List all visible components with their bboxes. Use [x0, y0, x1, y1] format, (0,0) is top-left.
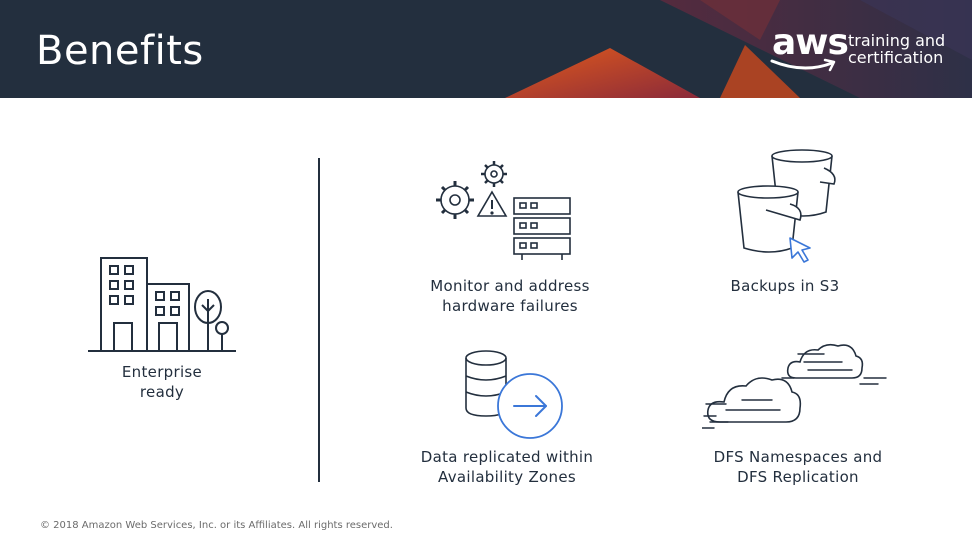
enterprise-label-line2: ready	[139, 383, 185, 401]
database-replication-icon	[465, 350, 563, 439]
slide-title: Benefits	[36, 28, 204, 74]
benefit-replication-line1: Data replicated within	[420, 448, 594, 466]
benefit-replication-label: Data replicated within Availability Zone…	[396, 447, 618, 487]
benefit-replication-line2: Availability Zones	[438, 468, 576, 486]
benefit-monitor-label: Monitor and address hardware failures	[400, 276, 620, 316]
benefit-backups-label: Backups in S3	[700, 276, 870, 296]
logo-subtitle: training and certification	[848, 32, 945, 66]
benefit-dfs-line2: DFS Replication	[737, 468, 859, 486]
aws-training-logo: aws training and certification	[768, 22, 958, 78]
benefit-dfs-label: DFS Namespaces and DFS Replication	[692, 447, 904, 487]
enterprise-ready-label: Enterprise ready	[86, 362, 238, 402]
logo-subtitle-line2: certification	[848, 48, 944, 67]
enterprise-label-line1: Enterprise	[121, 363, 203, 381]
benefit-monitor-line1: Monitor and address	[430, 277, 590, 295]
vertical-divider	[318, 158, 320, 482]
copyright-footer: © 2018 Amazon Web Services, Inc. or its …	[40, 520, 393, 531]
server-failure-icon	[436, 161, 571, 260]
benefit-dfs-line1: DFS Namespaces and	[713, 448, 883, 466]
slide-header: Benefits aws training and certification	[0, 0, 972, 98]
aws-smile-icon	[770, 58, 836, 72]
benefit-monitor-line2: hardware failures	[442, 297, 578, 315]
aws-wordmark: aws	[772, 22, 849, 63]
s3-buckets-icon	[737, 149, 836, 263]
benefit-backups-line1: Backups in S3	[730, 277, 840, 295]
clouds-icon	[702, 343, 887, 429]
office-building-icon	[88, 257, 236, 352]
header-decoration	[505, 0, 972, 98]
logo-subtitle-line1: training and	[848, 31, 946, 50]
